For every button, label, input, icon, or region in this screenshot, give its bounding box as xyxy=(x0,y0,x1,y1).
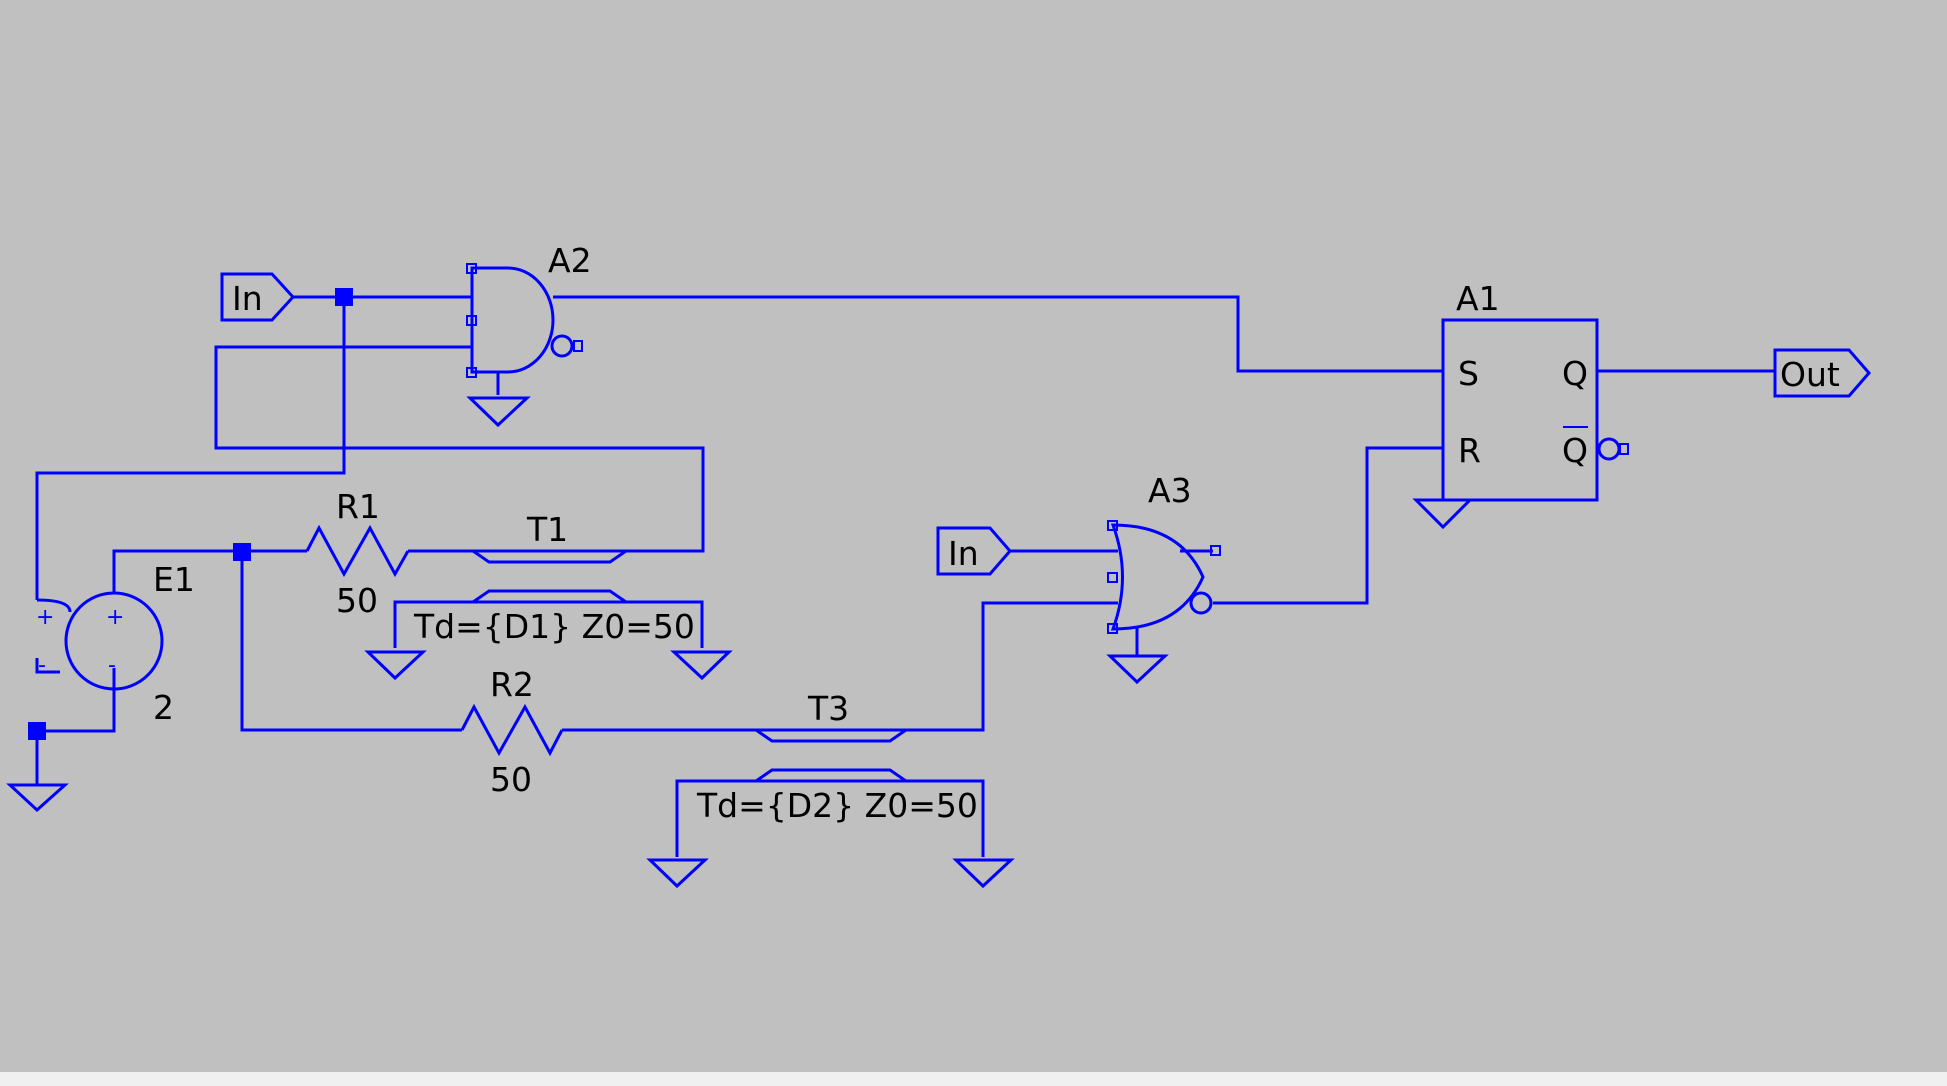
ground-symbol xyxy=(466,396,531,428)
pin-label-r: R xyxy=(1458,431,1481,470)
minus-sign: - xyxy=(108,653,116,678)
tline-t3[interactable]: T3 Td={D2} Z0=50 xyxy=(696,689,978,825)
pin-label-s: S xyxy=(1458,354,1479,393)
tline-bottom xyxy=(751,768,911,783)
input-pin xyxy=(1107,572,1118,583)
resistor-zigzag xyxy=(305,524,410,578)
source-e1[interactable]: + - + - E1 2 xyxy=(36,560,195,727)
control-plus-sign: + xyxy=(36,605,54,630)
wire-junction-to-r2[interactable] xyxy=(240,553,462,732)
component-params: Td={D1} Z0=50 xyxy=(413,607,695,646)
wire-a2-to-a1-s[interactable] xyxy=(553,295,1443,373)
resistor-r1[interactable]: R1 50 xyxy=(305,487,410,620)
tline-top xyxy=(751,728,911,743)
port-label: In xyxy=(232,279,263,318)
component-name: A1 xyxy=(1456,279,1500,318)
port-out[interactable]: Out xyxy=(1773,348,1871,398)
resistor-zigzag xyxy=(460,703,564,757)
junction-dot xyxy=(28,722,46,740)
window-bottom-edge xyxy=(0,1072,1947,1086)
component-value: 50 xyxy=(490,760,532,799)
component-name: R1 xyxy=(336,487,380,526)
wire-e1-to-r1[interactable] xyxy=(112,549,307,592)
control-minus-sign: - xyxy=(38,653,46,678)
gate-a2[interactable]: A2 xyxy=(466,241,592,428)
component-value: 50 xyxy=(336,581,378,620)
component-name: T1 xyxy=(526,510,568,549)
port-label: Out xyxy=(1780,355,1840,394)
flipflop-body xyxy=(1441,318,1599,502)
component-name: R2 xyxy=(490,665,534,704)
source-body xyxy=(64,591,164,691)
nor-body xyxy=(1110,523,1205,631)
port-flag-shape xyxy=(220,272,296,322)
ground-symbol xyxy=(952,858,1015,889)
plus-sign: + xyxy=(106,605,124,630)
component-params: Td={D2} Z0=50 xyxy=(696,786,978,825)
input-pin xyxy=(466,315,477,326)
input-pin xyxy=(1107,623,1118,634)
component-value: 2 xyxy=(153,688,174,727)
input-pin xyxy=(466,263,477,274)
ground-symbol xyxy=(364,650,427,681)
wires xyxy=(35,295,1775,857)
output-pin xyxy=(573,340,583,352)
ground-symbol xyxy=(646,858,709,889)
output-pin xyxy=(1210,545,1221,556)
inverter-bubble xyxy=(1189,591,1213,615)
tline-bottom xyxy=(468,589,631,604)
port-flag-shape xyxy=(936,526,1012,576)
gate-a3[interactable]: A3 xyxy=(1106,471,1221,685)
output-pin xyxy=(1619,443,1629,455)
port-label: In xyxy=(948,534,979,573)
pin-label-q: Q xyxy=(1562,354,1588,393)
wire-a3-to-a1-r[interactable] xyxy=(1213,446,1443,605)
tline-top xyxy=(468,549,631,564)
ground-symbol xyxy=(670,650,733,681)
ground-symbol xyxy=(6,783,69,813)
tline-t1[interactable]: T1 Td={D1} Z0=50 xyxy=(413,510,695,646)
junction-dot xyxy=(335,288,353,306)
inverter-bubble xyxy=(550,334,574,358)
inverter-bubble xyxy=(1597,437,1621,461)
port-flag-shape xyxy=(1773,348,1871,398)
wire-e1-minus[interactable] xyxy=(37,668,116,733)
input-pin xyxy=(1107,520,1118,531)
ground-symbol xyxy=(1412,498,1474,530)
port-in-mid[interactable]: In xyxy=(936,526,1012,576)
flipflop-a1[interactable]: S R Q Q A1 xyxy=(1412,279,1629,530)
resistor-r2[interactable]: R2 50 xyxy=(460,665,564,799)
component-name: A2 xyxy=(548,241,592,280)
wire-feedback-loop[interactable] xyxy=(214,345,705,553)
ground-symbol xyxy=(1106,654,1169,685)
wire-in-to-e1[interactable] xyxy=(35,297,346,600)
component-name: E1 xyxy=(153,560,195,599)
component-name: A3 xyxy=(1148,471,1192,510)
junction-dot xyxy=(233,543,251,561)
wire-t3-to-a3[interactable] xyxy=(906,601,1118,732)
input-pin xyxy=(466,367,477,378)
pin-label-qbar: Q xyxy=(1562,431,1588,470)
port-in-top[interactable]: In xyxy=(220,272,296,322)
nand-body xyxy=(470,266,555,374)
component-name: T3 xyxy=(807,689,849,728)
